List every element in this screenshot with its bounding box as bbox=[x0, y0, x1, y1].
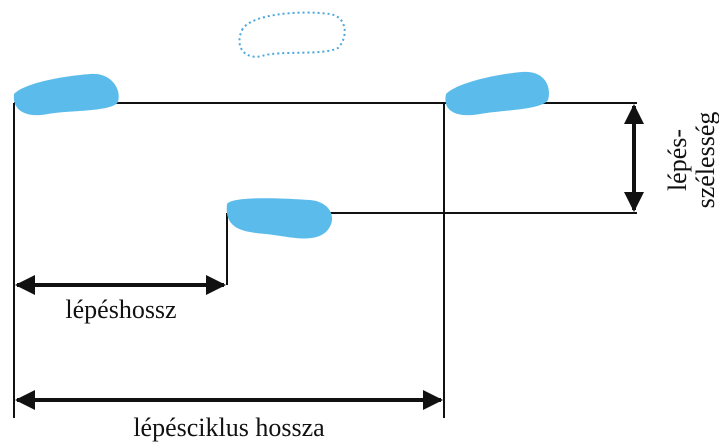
left-footprint-start bbox=[13, 73, 119, 116]
step-width-label-line1: lépés- bbox=[663, 129, 692, 191]
left-footprint-next bbox=[445, 71, 549, 116]
step-width-label-line2: szélesség bbox=[691, 112, 719, 209]
stride-length-label: lépésciklus hossza bbox=[133, 413, 325, 442]
right-footprint bbox=[226, 198, 333, 239]
step-length-label: lépéshossz bbox=[65, 295, 176, 324]
dotted-footprint-outline bbox=[238, 11, 346, 58]
